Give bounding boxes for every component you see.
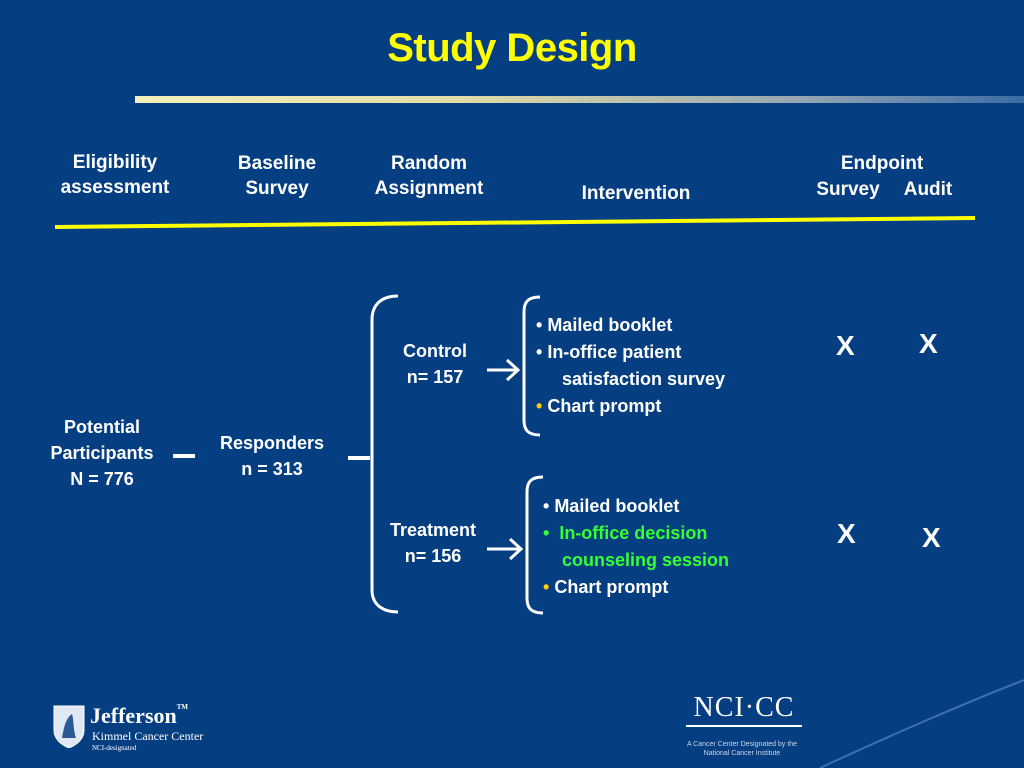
list-item-continuation: counseling session bbox=[562, 550, 730, 570]
ncicc-logo: NCI·CC A Cancer Center Designated by the… bbox=[676, 692, 808, 764]
title-divider bbox=[135, 96, 1024, 103]
header-intervention: Intervention bbox=[581, 183, 691, 204]
treatment-intervention-bracket bbox=[525, 475, 544, 615]
treatment-audit-x-mark: X bbox=[922, 522, 941, 553]
header-rule bbox=[54, 216, 976, 229]
jefferson-shield-icon bbox=[53, 705, 85, 748]
header-baseline-survey: Baseline Survey bbox=[237, 153, 317, 199]
list-item: • In-office patient bbox=[536, 342, 682, 362]
jefferson-logo: JeffersonTM Kimmel Cancer Center NCI-des… bbox=[52, 703, 252, 756]
list-item: • Chart prompt bbox=[543, 577, 669, 597]
ncicc-rule bbox=[686, 725, 802, 727]
header-random-assignment: Random Assignment bbox=[374, 153, 484, 199]
responders: Responders n = 313 bbox=[219, 433, 325, 479]
list-item: • Mailed booklet bbox=[543, 496, 680, 516]
bullet-icon: • bbox=[536, 396, 543, 416]
control-intervention-list: • Mailed booklet • In-office patient sat… bbox=[536, 312, 725, 420]
control-audit-x-mark: X bbox=[919, 328, 938, 359]
header-endpoint-survey: Survey bbox=[816, 179, 880, 200]
potential-participants: Potential Participants N = 776 bbox=[50, 417, 154, 489]
randomization-brace bbox=[370, 294, 399, 614]
decorative-swoosh bbox=[819, 679, 1024, 768]
list-item: • Mailed booklet bbox=[536, 315, 673, 335]
arrow-control bbox=[487, 358, 521, 382]
control-intervention-bracket bbox=[522, 295, 541, 437]
header-endpoint: Endpoint bbox=[840, 153, 924, 174]
control-survey-x-mark: X bbox=[836, 330, 855, 361]
header-endpoint-audit: Audit bbox=[903, 179, 953, 200]
list-item: • In-office decision bbox=[543, 523, 708, 543]
control-group: Control n= 157 bbox=[403, 341, 467, 387]
treatment-group: Treatment n= 156 bbox=[389, 520, 477, 566]
treatment-intervention-list: • Mailed booklet • In-office decision co… bbox=[543, 493, 729, 601]
arrow-treatment bbox=[487, 537, 524, 561]
list-item-continuation: satisfaction survey bbox=[562, 369, 726, 389]
list-item: • Chart prompt bbox=[536, 396, 662, 416]
treatment-survey-x-mark: X bbox=[837, 518, 856, 549]
header-eligibility: Eligibility assessment bbox=[60, 152, 170, 198]
bullet-icon: • bbox=[543, 577, 550, 597]
page-title: Study Design bbox=[387, 26, 637, 70]
